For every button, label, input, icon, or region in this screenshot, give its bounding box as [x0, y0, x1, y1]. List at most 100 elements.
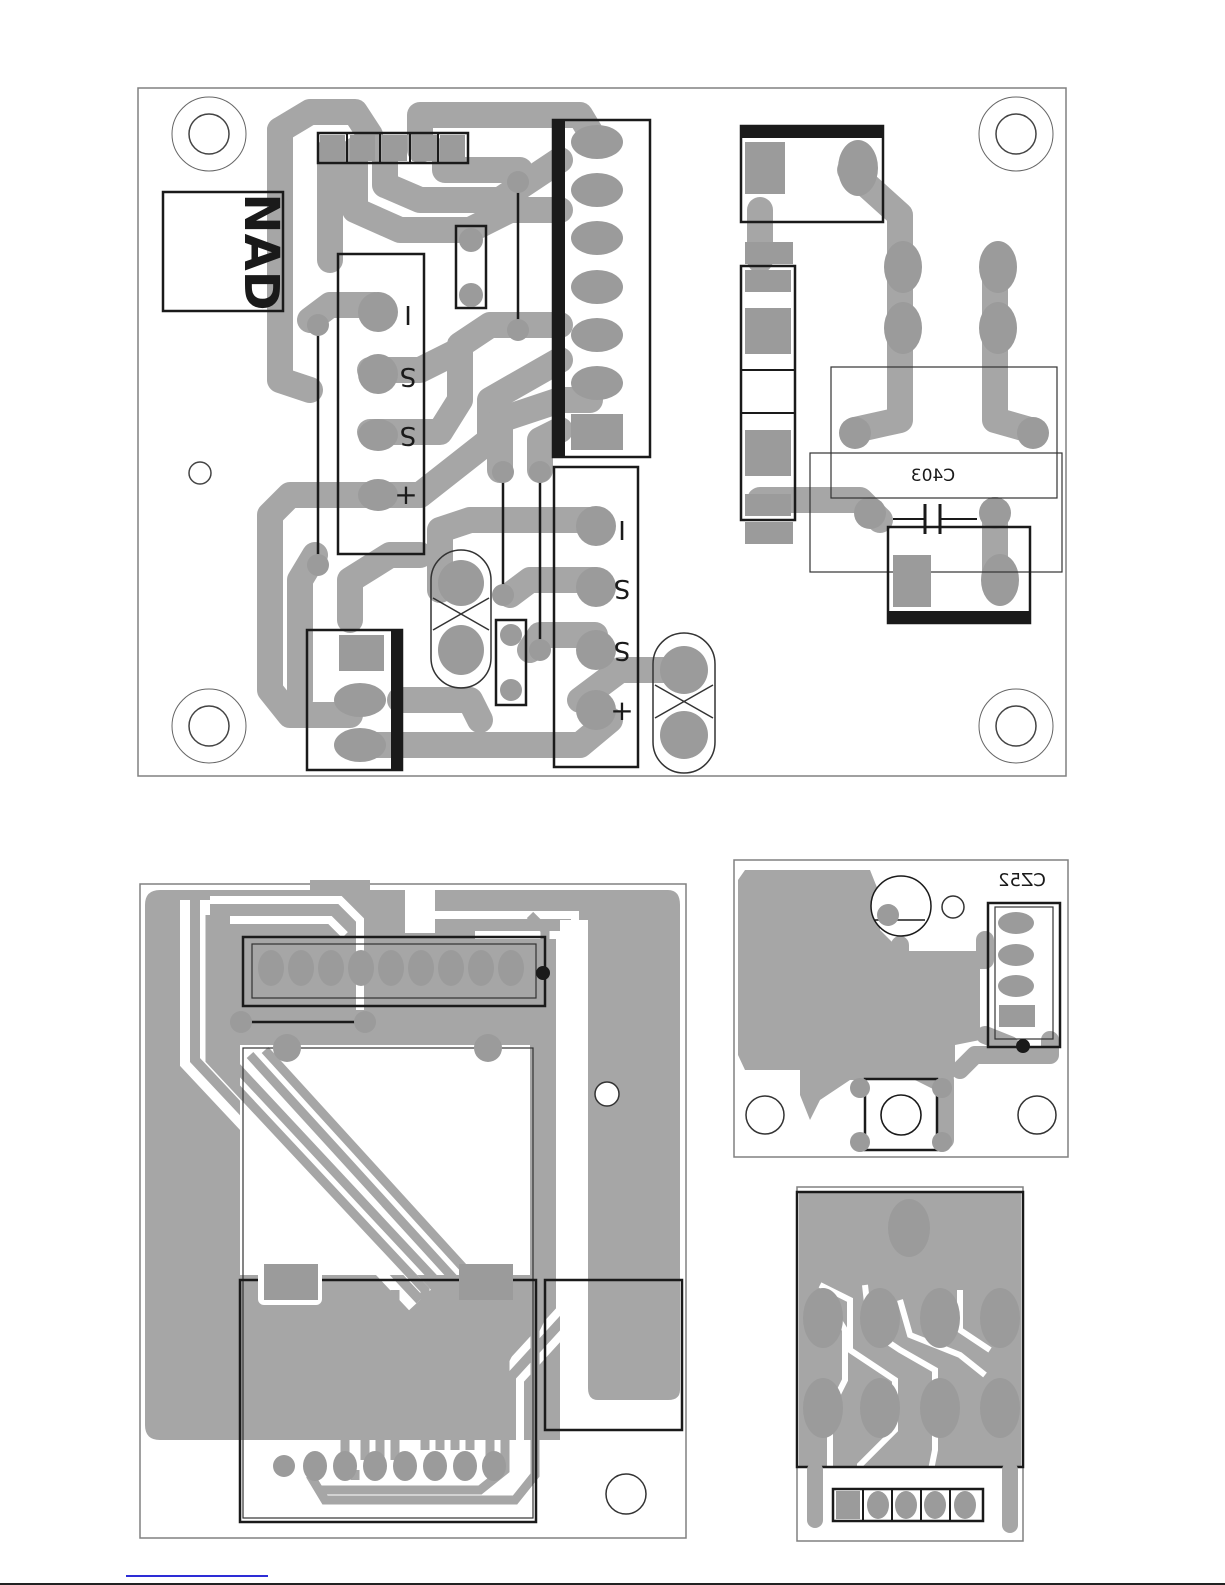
pin-label: S: [400, 420, 417, 450]
pad: [745, 430, 791, 476]
logo-text: NAD: [233, 193, 289, 310]
pad: [571, 125, 623, 159]
pad: [660, 711, 708, 759]
pad: [860, 1288, 900, 1348]
pad: [354, 1011, 376, 1033]
pad: [288, 950, 314, 986]
pad: [998, 912, 1034, 934]
pad: [350, 135, 375, 161]
pad: [440, 135, 465, 161]
pad: [980, 1378, 1020, 1438]
pad: [348, 950, 374, 986]
pin-label: S: [614, 635, 631, 665]
pad: [850, 1078, 870, 1098]
pad: [307, 554, 329, 576]
pin1-marker: [536, 966, 550, 980]
pad: [850, 1132, 870, 1152]
pad: [745, 242, 793, 264]
pad: [438, 625, 484, 675]
pad: [745, 522, 793, 544]
pad: [998, 975, 1034, 997]
component-bar: [888, 611, 1030, 623]
pad: [459, 1264, 513, 1300]
pad: [492, 461, 514, 483]
pad: [660, 646, 708, 694]
pad: [576, 567, 616, 607]
pad: [273, 1455, 295, 1477]
pad: [839, 417, 871, 449]
display-board: [140, 880, 686, 1538]
pad: [318, 950, 344, 986]
pad: [571, 366, 623, 400]
pad: [498, 950, 524, 986]
pad: [258, 950, 284, 986]
pad: [307, 314, 329, 336]
pad: [576, 630, 616, 670]
pad: [924, 1491, 946, 1519]
footer-link[interactable]: [126, 1575, 268, 1577]
mounting-hole: [1018, 1096, 1056, 1134]
jack-header-5pin: [833, 1489, 983, 1521]
connector-label: CZ52: [998, 870, 1046, 891]
pad: [867, 1491, 889, 1519]
pad: [803, 1378, 843, 1438]
pad: [920, 1288, 960, 1348]
pad: [571, 221, 623, 255]
pin-label: I: [618, 514, 626, 544]
pad: [571, 173, 623, 207]
pad: [745, 270, 791, 292]
pad: [1017, 417, 1049, 449]
jack-board: [797, 1187, 1023, 1541]
pad: [888, 1199, 930, 1257]
plane-gap: [405, 888, 435, 933]
pad: [979, 302, 1017, 354]
pad: [571, 318, 623, 352]
pad: [303, 1451, 327, 1481]
pad: [230, 1011, 252, 1033]
main-board: NAD I: [138, 88, 1066, 776]
small-hole: [595, 1082, 619, 1106]
pad: [803, 1288, 843, 1348]
pad: [474, 1034, 502, 1062]
pad: [358, 479, 398, 511]
pad: [358, 419, 398, 451]
pad: [576, 506, 616, 546]
pad: [334, 683, 386, 717]
pad: [507, 319, 529, 341]
pad: [507, 171, 529, 193]
pin-label: +: [610, 694, 633, 727]
pad: [378, 950, 404, 986]
pad: [500, 679, 522, 701]
pad: [423, 1451, 447, 1481]
pad: [838, 140, 878, 196]
mounting-hole: [606, 1474, 646, 1514]
regulator-tab: [391, 630, 402, 770]
header-5pin-top: [318, 133, 468, 163]
pad: [529, 461, 551, 483]
pad: [382, 135, 407, 161]
pad: [408, 950, 434, 986]
pad: [438, 950, 464, 986]
pad: [273, 1034, 301, 1062]
pad: [320, 135, 345, 161]
pad: [979, 241, 1017, 293]
pad: [932, 1132, 952, 1152]
pad: [492, 584, 514, 606]
pad: [459, 283, 483, 307]
pad: [884, 241, 922, 293]
small-board: CZ52: [734, 860, 1068, 1157]
pad: [529, 639, 551, 661]
pad: [884, 302, 922, 354]
pad: [836, 1491, 860, 1519]
pad: [999, 1005, 1035, 1027]
pad: [264, 1264, 318, 1300]
pin1-marker: [1016, 1039, 1030, 1053]
pad: [333, 1451, 357, 1481]
pad: [459, 228, 483, 252]
mounting-hole: [746, 1096, 784, 1134]
component-bar: [741, 126, 883, 138]
pad: [412, 135, 437, 161]
pad: [745, 494, 791, 516]
pad: [979, 497, 1011, 529]
pad: [998, 944, 1034, 966]
